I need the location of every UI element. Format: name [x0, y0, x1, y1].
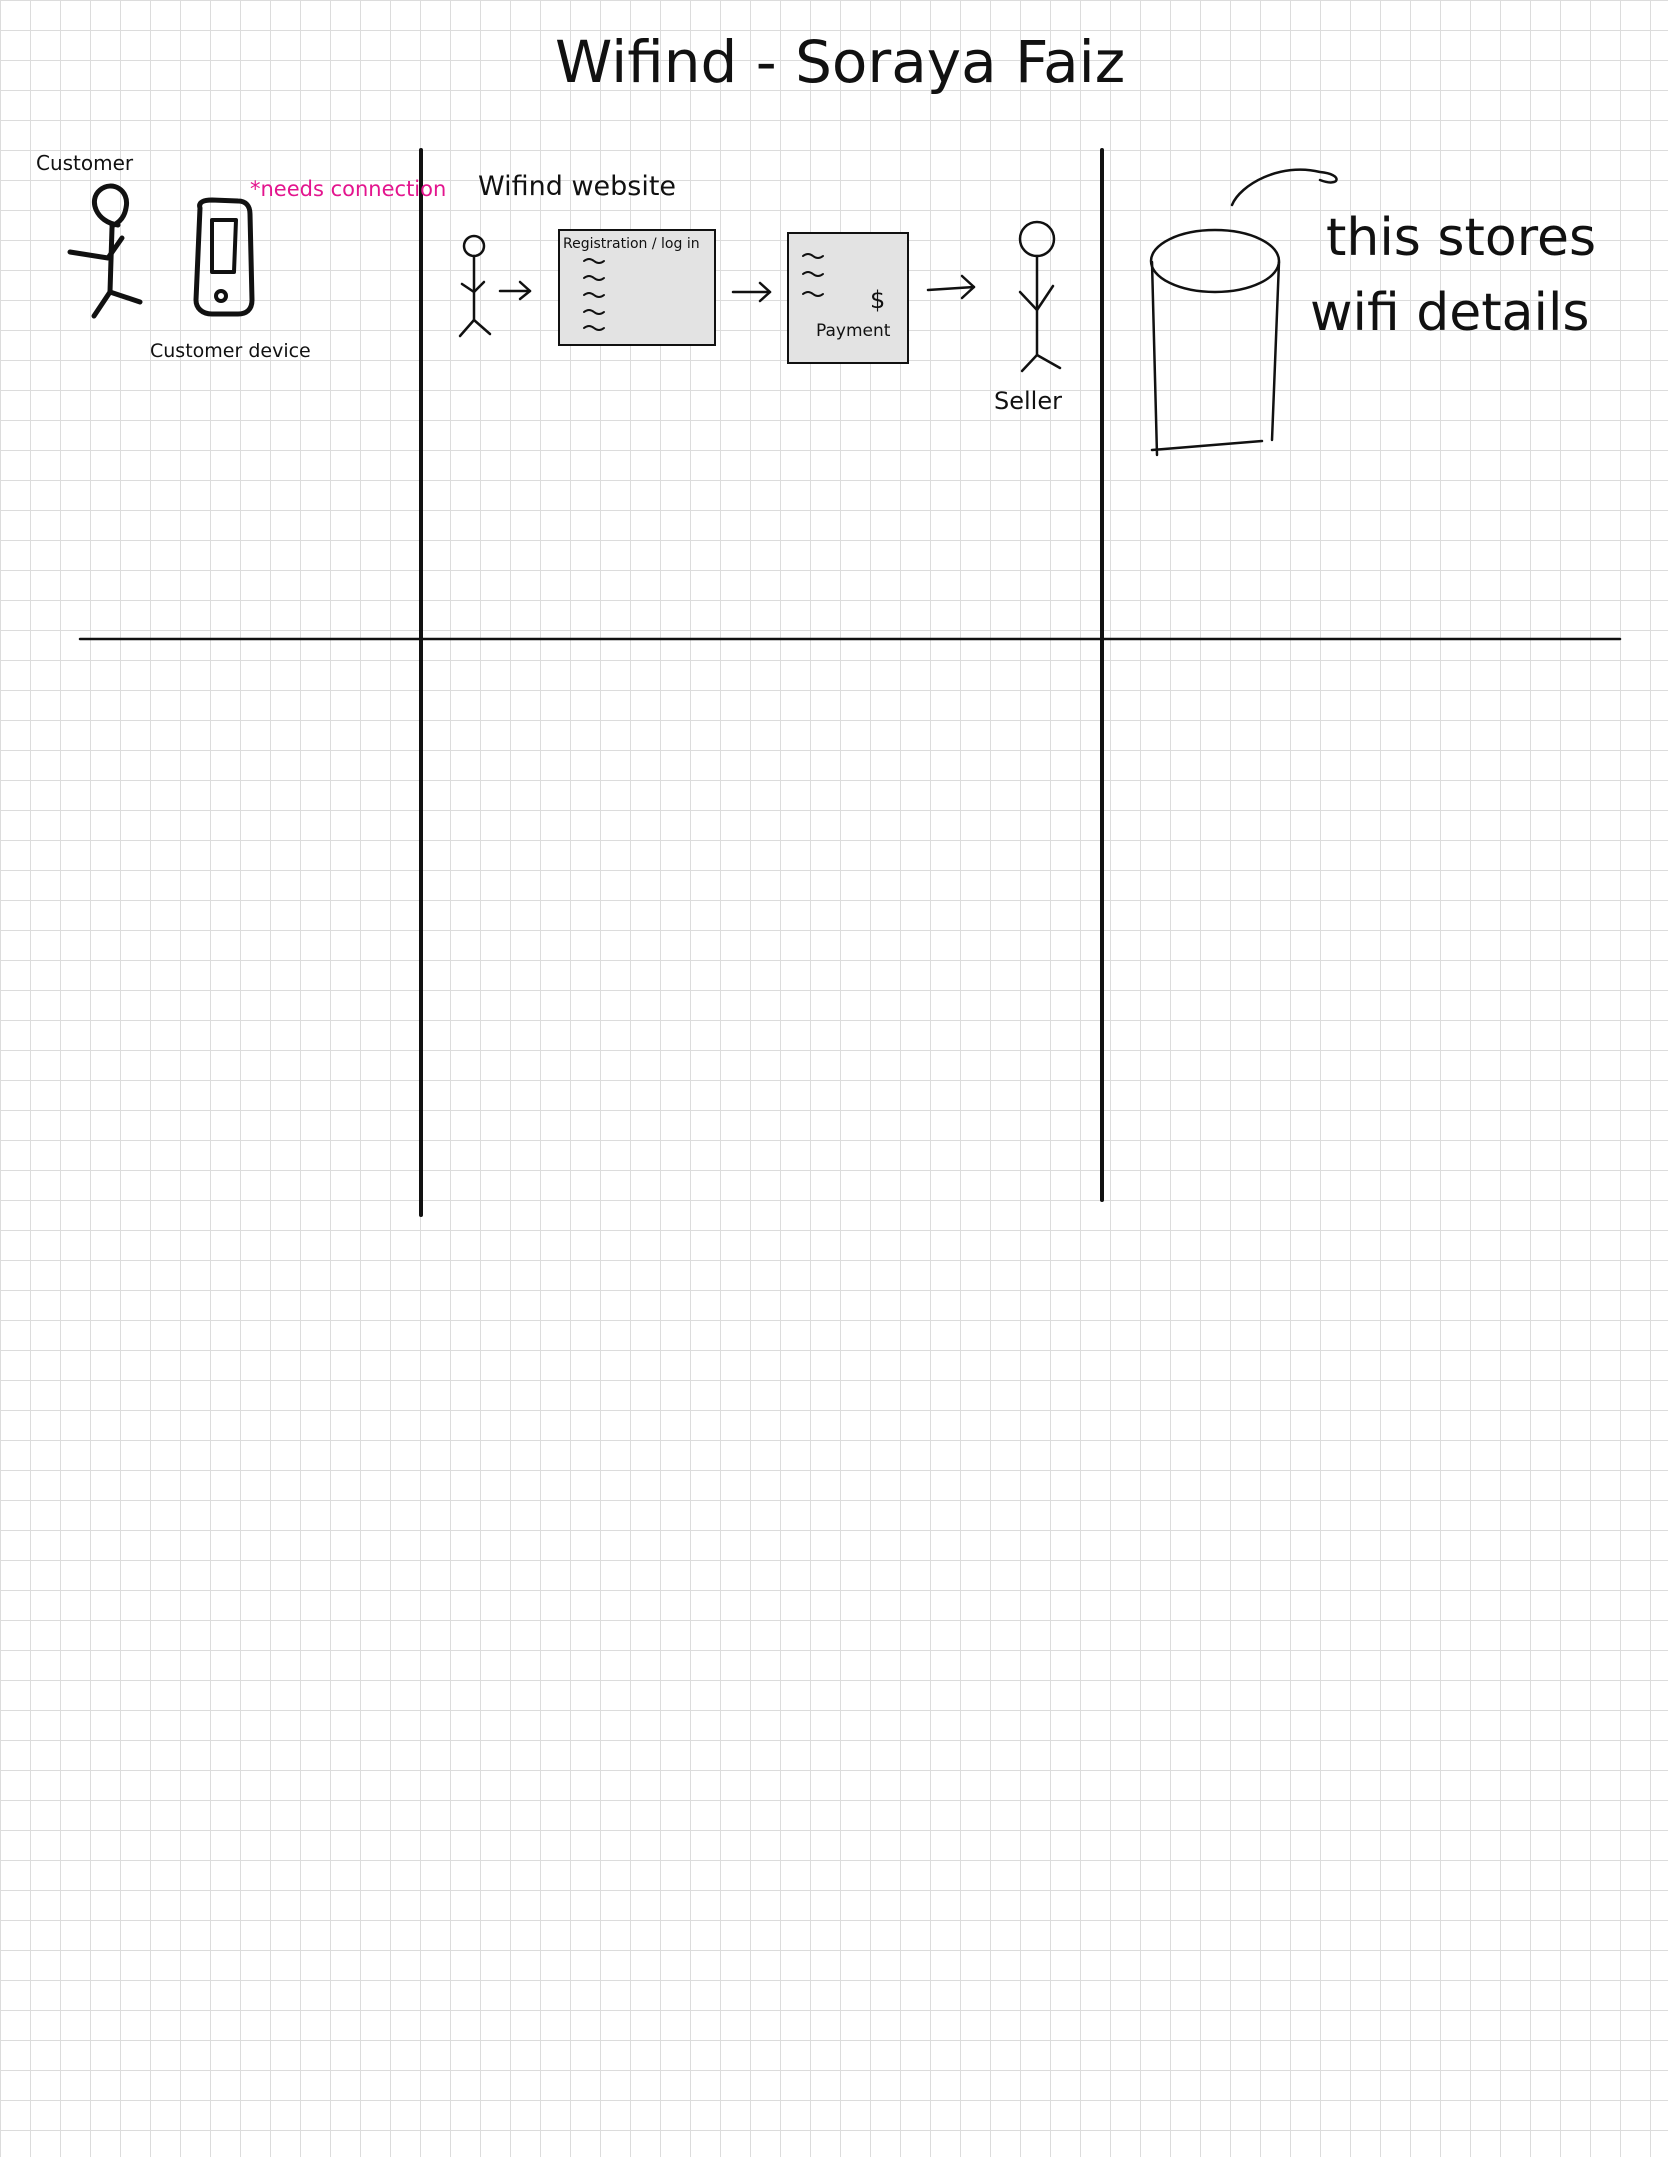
customer-label: Customer	[36, 151, 134, 175]
payment-currency-symbol: $	[870, 286, 885, 314]
arrow-icon-to-payment	[731, 281, 772, 303]
customer-stick-figure-icon	[67, 183, 143, 319]
storage-note-line1: this stores	[1326, 208, 1596, 268]
needs-connection-note: *needs connection	[250, 177, 446, 201]
payment-form: $ Payment	[787, 232, 909, 364]
diagram-title: Wifind - Soraya Faiz	[555, 28, 1125, 96]
arrow-icon-to-seller	[926, 274, 976, 300]
website-label: Wifind website	[478, 171, 676, 202]
customer-device-label: Customer device	[150, 340, 311, 362]
seller-label: Seller	[994, 387, 1062, 415]
visitor-stick-figure-icon	[458, 234, 492, 338]
arrow-icon-to-registration	[498, 280, 532, 301]
phone-icon	[193, 197, 255, 317]
payment-form-label: Payment	[816, 321, 891, 341]
database-icon	[1149, 168, 1338, 457]
registration-form: Registration / log in	[558, 229, 716, 346]
storage-note-line2: wifi details	[1310, 283, 1590, 343]
registration-form-title: Registration / log in	[563, 236, 700, 252]
seller-stick-figure-icon	[1018, 220, 1062, 373]
